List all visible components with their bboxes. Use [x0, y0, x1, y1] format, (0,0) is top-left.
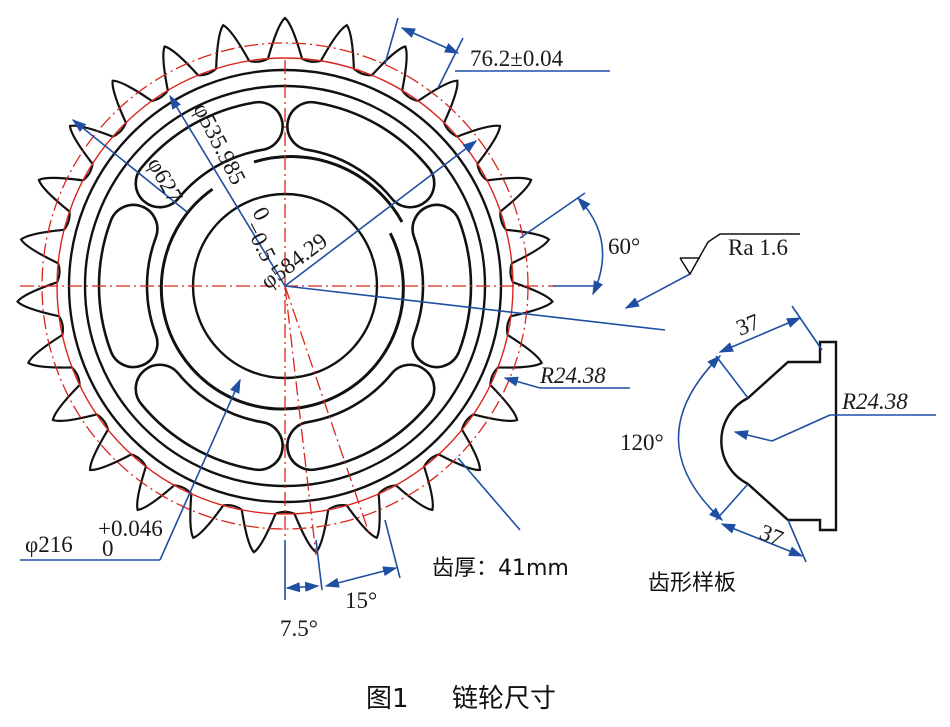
dim-angle-15: 15° — [345, 588, 377, 613]
figure-caption-label: 图1 — [366, 684, 409, 714]
tooth-template: 37 37 R24.38 120° 齿形样板 — [620, 305, 936, 596]
template-dim-bottom: 37 — [756, 519, 787, 551]
sprocket — [16, 16, 555, 556]
roughness-value: Ra 1.6 — [728, 235, 788, 260]
dim-bore-tol-lower: 0 — [102, 536, 114, 561]
template-dim-radius: R24.38 — [841, 389, 908, 414]
figure-caption-title: 链轮尺寸 — [452, 684, 556, 714]
spoke-slot — [286, 100, 436, 209]
hub-groove-arc — [159, 187, 405, 411]
dim-phi-535-tol: −0.5 — [240, 217, 281, 266]
dim-pitch: 76.2±0.04 — [470, 46, 564, 71]
template-outline — [720, 340, 838, 532]
dim-angle-7-5: 7.5° — [280, 616, 318, 641]
template-label: 齿形样板 — [648, 571, 736, 596]
tooth-center-line-a — [284, 285, 317, 556]
roughness-symbol: Ra 1.6 — [624, 233, 800, 309]
template-dim-angle: 120° — [620, 430, 664, 455]
dim-bore-tol-upper: +0.046 — [98, 516, 163, 541]
spoke-slot — [134, 100, 284, 209]
tooth-thickness-note: 齿厚：41mm — [432, 556, 569, 581]
spoke-slot — [134, 363, 284, 472]
dim-phi-627: φ627 — [143, 153, 188, 207]
spoke-slot — [97, 203, 159, 369]
dimensions: 76.2±0.04 φ627 φ535.985 0 −0.5 φ584.29 6… — [20, 17, 800, 641]
dim-angle-60: 60° — [608, 234, 640, 259]
dim-bore: φ216 — [25, 532, 73, 557]
tooth-center-line-b — [284, 285, 371, 537]
hub-groove-arc-2 — [253, 155, 404, 223]
spoke-slot — [411, 203, 473, 369]
spoke-slot — [286, 363, 436, 472]
tooth-outline — [16, 16, 554, 554]
dim-radius: R24.38 — [539, 363, 606, 388]
spoke-slots — [97, 100, 473, 472]
